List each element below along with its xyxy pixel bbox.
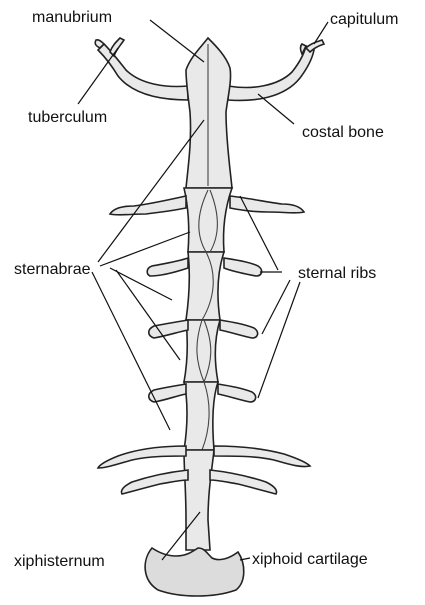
sternebrae bbox=[184, 188, 232, 450]
rib-stub-r3 bbox=[220, 320, 258, 338]
label-xiphisternum: xiphisternum bbox=[14, 553, 105, 570]
label-sternal-ribs: sternal ribs bbox=[298, 265, 376, 282]
sternebra-3 bbox=[184, 320, 220, 382]
label-capitulum: capitulum bbox=[330, 11, 398, 28]
leader-costal-bone bbox=[258, 94, 294, 124]
leader-sternabrae-5 bbox=[92, 272, 170, 430]
sternebra-2 bbox=[186, 252, 224, 320]
rib-stub-l1 bbox=[110, 196, 186, 215]
manubrium-shape bbox=[95, 38, 324, 188]
rib-stub-r2 bbox=[224, 258, 262, 276]
rib-stub-l3 bbox=[149, 320, 188, 338]
leader-sternal-ribs-3 bbox=[262, 280, 290, 334]
xiphisternum-rod bbox=[184, 450, 214, 550]
leader-manubrium bbox=[150, 20, 204, 62]
rib-long-r5 bbox=[214, 446, 310, 467]
rib-stub-l6 bbox=[121, 470, 188, 494]
label-costal-bone: costal bone bbox=[302, 124, 384, 141]
rib-stub-r6 bbox=[210, 470, 277, 494]
leader-sternal-ribs-4 bbox=[258, 282, 300, 398]
label-xiphoid-cartilage: xiphoid cartilage bbox=[252, 551, 368, 568]
label-sternabrae: sternabrae bbox=[14, 261, 91, 278]
leader-sternabrae-4 bbox=[116, 270, 180, 360]
left-capitulum bbox=[110, 38, 124, 56]
xiphoid-cartilage-shape bbox=[145, 548, 244, 596]
label-tuberculum: tuberculum bbox=[28, 109, 107, 126]
sternebra-1 bbox=[184, 188, 232, 252]
rib-stub-r4 bbox=[218, 384, 256, 402]
rib-long-l5 bbox=[98, 446, 186, 468]
manubrium-body bbox=[186, 38, 232, 188]
leader-tuberculum bbox=[78, 48, 118, 104]
label-manubrium: manubrium bbox=[32, 9, 112, 26]
right-costal-bone bbox=[228, 46, 314, 100]
rib-stub-l2 bbox=[147, 258, 188, 276]
sternebra-4 bbox=[184, 382, 218, 450]
